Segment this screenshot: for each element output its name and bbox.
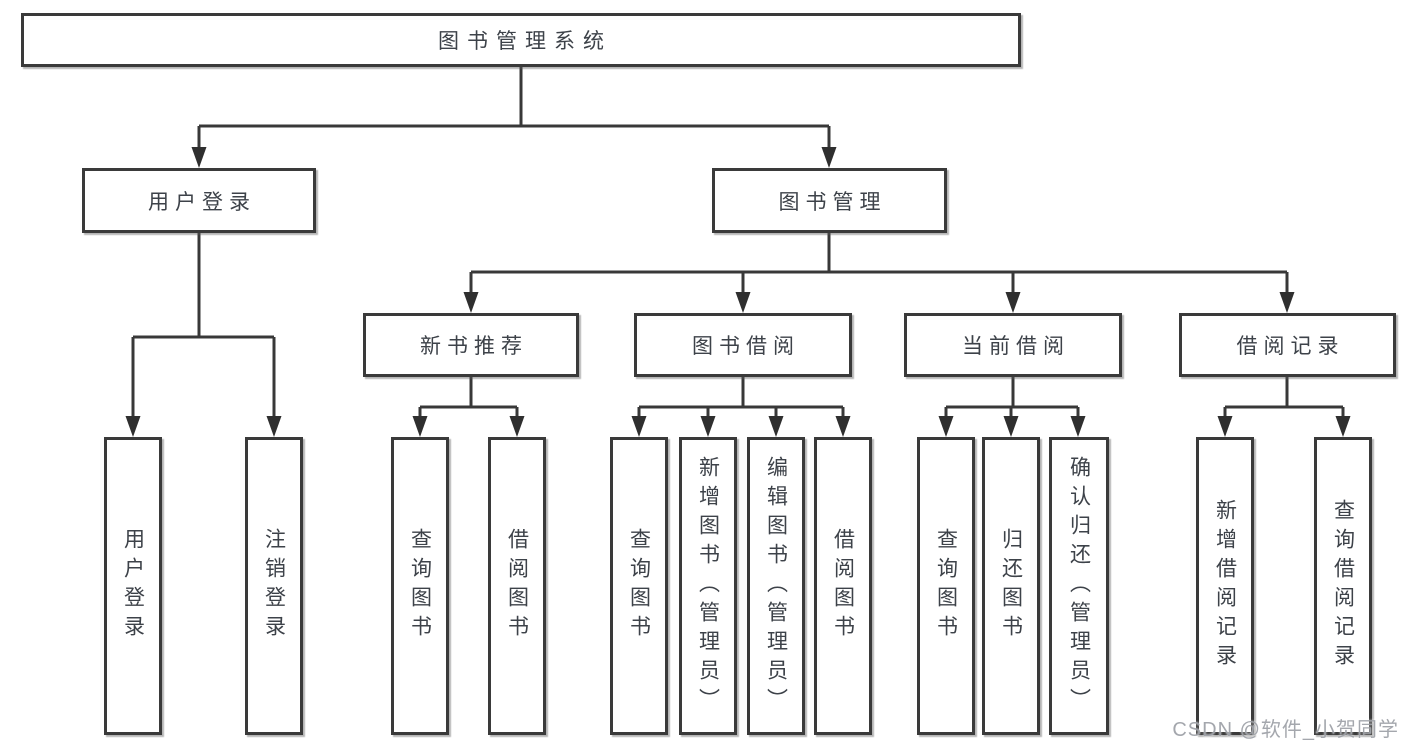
connector-root-to-level1 xyxy=(197,67,831,162)
leaf-borrow-books-recommend: 借阅图书 xyxy=(488,437,546,735)
connector-book-management-to-level2 xyxy=(469,233,1289,306)
node-borrow-records: 借阅记录 xyxy=(1179,313,1396,377)
connector-borrow-records-to-leaves xyxy=(1223,377,1345,430)
node-book-borrow: 图书借阅 xyxy=(634,313,852,377)
node-book-management: 图书管理 xyxy=(712,168,947,233)
leaf-return-book: 归还图书 xyxy=(982,437,1040,735)
leaf-query-books-current: 查询图书 xyxy=(917,437,975,735)
leaf-query-books-borrow: 查询图书 xyxy=(610,437,668,735)
leaf-add-borrow-record: 新增借阅记录 xyxy=(1196,437,1254,735)
connector-user-login-to-leaves xyxy=(131,233,276,430)
node-new-book-recommend: 新书推荐 xyxy=(363,313,579,377)
leaf-edit-book-admin: 编辑图书（管理员） xyxy=(747,437,805,735)
connector-book-borrow-to-leaves xyxy=(637,377,845,430)
leaf-user-login: 用户登录 xyxy=(104,437,162,735)
leaf-confirm-return-admin: 确认归还（管理员） xyxy=(1049,437,1109,735)
leaf-logout: 注销登录 xyxy=(245,437,303,735)
node-library-management-system: 图书管理系统 xyxy=(21,13,1021,67)
leaf-query-books-recommend: 查询图书 xyxy=(391,437,449,735)
leaf-add-book-admin: 新增图书（管理员） xyxy=(679,437,737,735)
connector-new-book-to-leaves xyxy=(418,377,519,430)
leaf-borrow-books: 借阅图书 xyxy=(814,437,872,735)
node-current-borrow: 当前借阅 xyxy=(904,313,1122,377)
csdn-watermark: CSDN @软件_小贺同学 xyxy=(1172,719,1399,741)
node-user-login: 用户登录 xyxy=(82,168,316,233)
arrowheads xyxy=(125,147,1351,437)
leaf-query-borrow-record: 查询借阅记录 xyxy=(1314,437,1372,735)
